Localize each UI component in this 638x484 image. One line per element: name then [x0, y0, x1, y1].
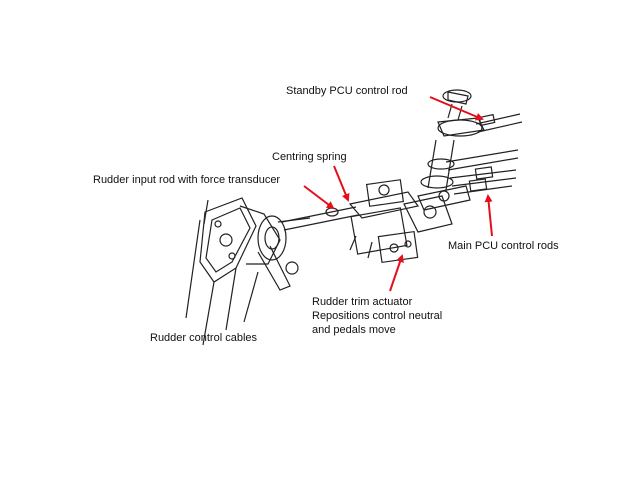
label-control-cables: Rudder control cables: [150, 332, 258, 344]
arrow-rudder-input-rod: [303, 185, 335, 210]
arrow-centring-spring: [333, 165, 350, 202]
arrow-trim-actuator: [389, 254, 404, 292]
label-rudder-input-rod: Rudder input rod with force transducer: [93, 174, 281, 186]
main-pcu-rods: [417, 149, 519, 211]
arrow-main-pcu: [484, 194, 493, 237]
trim-spring-assembly: [348, 179, 453, 264]
arrow-standby-pcu: [429, 96, 484, 121]
label-standby-pcu: Standby PCU control rod: [286, 85, 408, 97]
label-trim-actuator: Rudder trim actuator Repositions control…: [312, 296, 443, 336]
pcu-input-column: [420, 89, 523, 191]
rudder-input-rod: [281, 206, 359, 231]
pointer-arrows: [303, 96, 493, 292]
label-centring-spring: Centring spring: [272, 151, 347, 163]
label-main-pcu: Main PCU control rods: [448, 240, 559, 252]
